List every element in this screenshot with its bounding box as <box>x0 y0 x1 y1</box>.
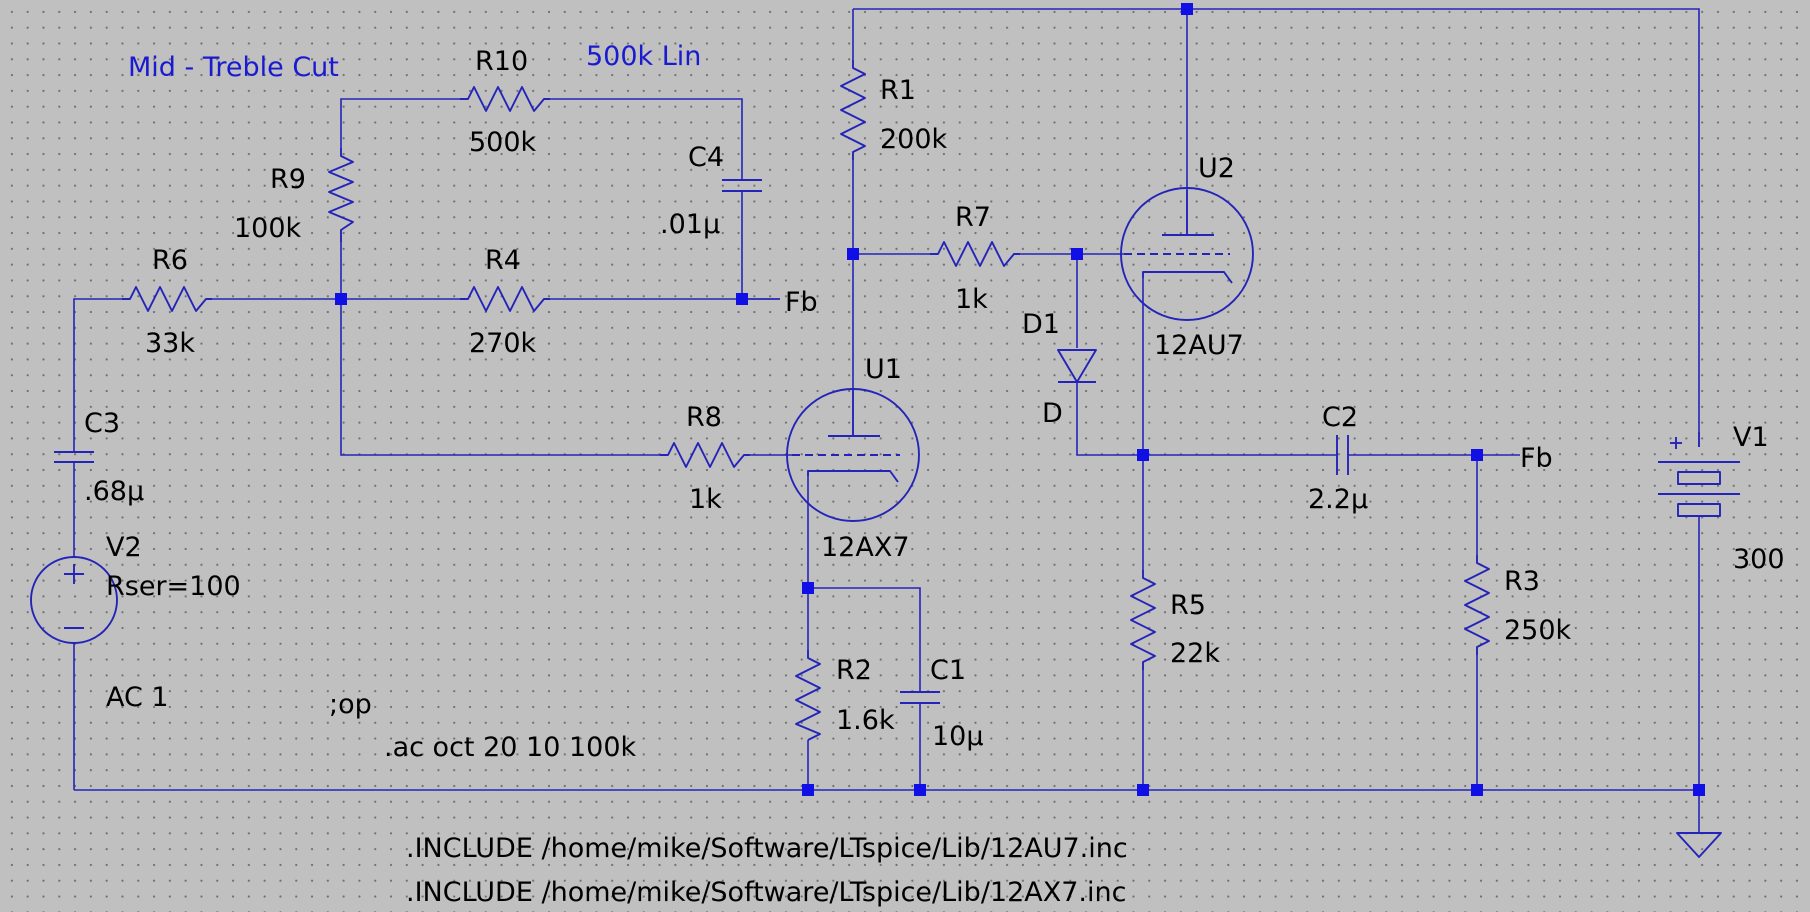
r6-ref: R6 <box>152 245 188 276</box>
r2-ref: R2 <box>836 655 872 686</box>
d1-ref: D1 <box>1022 309 1060 340</box>
voltage-source-v1[interactable] <box>1658 432 1740 517</box>
resistor-r9[interactable] <box>328 148 354 242</box>
r7-ref: R7 <box>955 202 991 233</box>
c2-value: 2.2μ <box>1308 484 1368 515</box>
u1-value: 12AX7 <box>821 532 910 563</box>
resistor-r3[interactable] <box>1464 555 1490 655</box>
junction-dot <box>335 293 347 305</box>
resistor-r1[interactable] <box>840 60 866 160</box>
u1-ref: U1 <box>865 354 902 385</box>
junction-dot <box>1471 449 1483 461</box>
directive-op[interactable]: ;op <box>329 689 372 720</box>
junction-dot <box>802 582 814 594</box>
wire-r10-right <box>550 98 743 180</box>
junction-dot <box>802 784 814 796</box>
v2-value: Rser=100 <box>106 571 241 602</box>
wire-c1-top <box>808 587 921 692</box>
diode-d1[interactable] <box>1057 349 1097 383</box>
r4-value: 270k <box>469 328 537 359</box>
c1-value: 10μ <box>932 721 984 752</box>
c4-ref: C4 <box>688 142 724 173</box>
r6-value: 33k <box>145 328 195 359</box>
r1-value: 200k <box>880 124 948 155</box>
junction-dot <box>1137 784 1149 796</box>
r8-ref: R8 <box>686 402 722 433</box>
wire-d1-bottom <box>1076 382 1143 456</box>
resistor-r10[interactable] <box>460 86 550 112</box>
directive-ac[interactable]: .ac oct 20 10 100k <box>384 732 637 763</box>
junction-dot <box>914 784 926 796</box>
title-comment: Mid - Treble Cut <box>128 52 339 83</box>
junction-dot <box>1181 3 1193 15</box>
voltage-source-v2[interactable] <box>30 556 118 644</box>
junction-dot <box>1137 449 1149 461</box>
r5-value: 22k <box>1170 638 1220 669</box>
capacitor-c3[interactable] <box>54 451 94 463</box>
d1-value: D <box>1042 398 1063 429</box>
junction-dot <box>1071 248 1083 260</box>
v1-value: 300 <box>1733 544 1785 575</box>
c4-value: .01μ <box>660 209 720 240</box>
c3-value: .68μ <box>84 476 144 507</box>
triode-u2[interactable] <box>1120 187 1254 321</box>
net-label-fb-1: Fb <box>785 287 818 318</box>
r3-value: 250k <box>1504 615 1572 646</box>
u2-ref: U2 <box>1198 153 1235 184</box>
junction-dot <box>736 293 748 305</box>
r2-value: 1.6k <box>836 705 895 736</box>
directive-include-12au7[interactable]: .INCLUDE /home/mike/Software/LTspice/Lib… <box>406 833 1128 864</box>
r8-value: 1k <box>689 484 722 515</box>
net-label-fb-2: Fb <box>1520 443 1553 474</box>
junction-dot <box>847 248 859 260</box>
v2-ac: AC 1 <box>106 682 169 713</box>
v1-ref: V1 <box>1733 422 1769 453</box>
c3-ref: C3 <box>84 408 120 439</box>
r10-ref: R10 <box>475 46 528 77</box>
r1-ref: R1 <box>880 75 916 106</box>
resistor-r4[interactable] <box>460 286 550 312</box>
triode-u1[interactable] <box>786 388 920 522</box>
pot-comment: 500k Lin <box>586 41 701 72</box>
directive-include-12ax7[interactable]: .INCLUDE /home/mike/Software/LTspice/Lib… <box>406 877 1126 908</box>
resistor-r2[interactable] <box>795 650 821 741</box>
capacitor-c1[interactable] <box>900 691 940 704</box>
wire-c3-top <box>73 298 122 452</box>
resistor-r8[interactable] <box>660 442 750 468</box>
junctions <box>335 3 1705 796</box>
junction-dot <box>1471 784 1483 796</box>
r9-value: 100k <box>234 213 302 244</box>
wire-r9-bottom <box>340 242 660 456</box>
r5-ref: R5 <box>1170 590 1206 621</box>
r4-ref: R4 <box>485 245 521 276</box>
r7-value: 1k <box>955 284 988 315</box>
c1-ref: C1 <box>930 655 966 686</box>
r10-value: 500k <box>469 127 537 158</box>
resistor-r7[interactable] <box>930 241 1020 267</box>
resistor-r6[interactable] <box>122 286 212 312</box>
junction-dot <box>1693 784 1705 796</box>
c2-ref: C2 <box>1322 402 1358 433</box>
u1-cathode <box>807 470 899 483</box>
resistor-r5[interactable] <box>1130 570 1156 670</box>
v2-ref: V2 <box>106 532 142 563</box>
r9-ref: R9 <box>270 164 306 195</box>
capacitor-c4[interactable] <box>722 179 762 192</box>
r3-ref: R3 <box>1504 566 1540 597</box>
u2-cathode <box>1142 271 1233 284</box>
wire-top-rail <box>853 8 1700 432</box>
wire-r9-top <box>340 98 460 148</box>
u2-value: 12AU7 <box>1154 330 1244 361</box>
capacitor-c2[interactable] <box>1336 435 1349 475</box>
ground-icon <box>1676 832 1722 858</box>
